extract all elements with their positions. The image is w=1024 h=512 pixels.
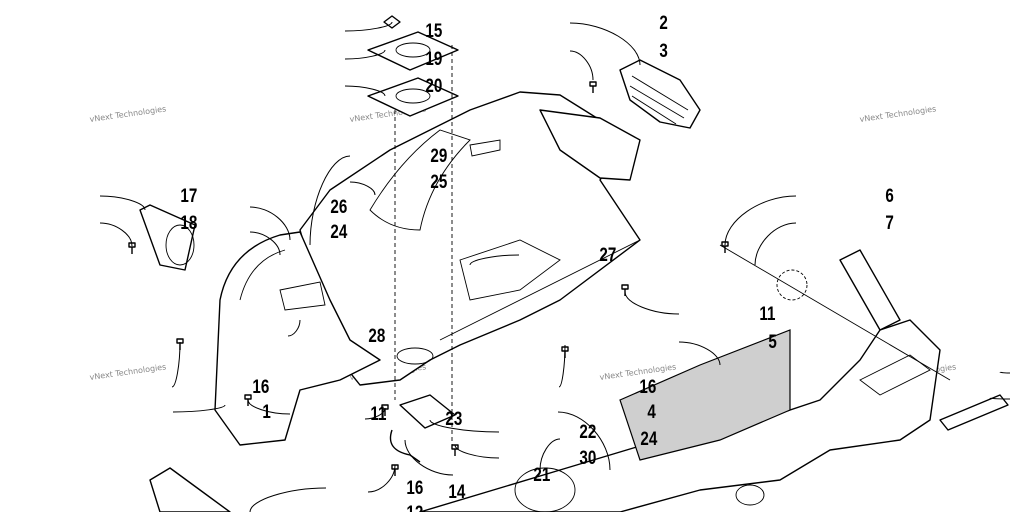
callout-21: 21	[533, 463, 550, 485]
leader-line	[344, 49, 386, 60]
leader-line	[624, 291, 680, 315]
screw-icon	[391, 464, 399, 476]
leader-line	[999, 371, 1011, 374]
leader-line	[367, 464, 396, 493]
floor-tray-part	[299, 91, 641, 386]
callout-19: 19	[425, 47, 442, 69]
callout-12: 12	[406, 501, 423, 512]
grill-part	[539, 59, 701, 181]
boot-part	[139, 204, 196, 271]
washer-part	[719, 244, 951, 381]
leader-line	[454, 444, 500, 459]
callout-25: 25	[430, 170, 447, 192]
leader-line	[404, 439, 454, 476]
leader-line	[539, 438, 561, 471]
leader-line	[469, 254, 520, 266]
callout-18: 18	[180, 211, 197, 233]
leader-line	[287, 319, 301, 337]
foam-part	[619, 329, 791, 461]
watermark-text: vNext Technologies	[89, 104, 167, 124]
watermark-text: vNext Technologies	[859, 104, 937, 124]
callout-11: 11	[759, 302, 775, 324]
leader-line	[99, 195, 146, 211]
chassis-part	[419, 249, 1009, 512]
leader-line	[678, 341, 721, 366]
leader-line	[171, 341, 181, 388]
leader-line	[172, 404, 226, 413]
callout-7: 7	[885, 211, 893, 233]
watermark-text: vNext Technologies	[599, 362, 677, 382]
leader-line	[344, 21, 393, 32]
callout-23: 23	[445, 407, 462, 429]
callout-4: 4	[647, 400, 656, 422]
leader-line	[249, 231, 281, 256]
callout-30: 30	[579, 446, 596, 468]
callout-29: 29	[430, 144, 447, 166]
leader-line	[569, 50, 594, 81]
leader-line	[989, 397, 1011, 400]
watermark-text: vNext Technologies	[89, 362, 167, 382]
leader-line	[724, 195, 797, 246]
callout-5: 5	[768, 330, 777, 352]
callout-11: 11	[370, 402, 386, 424]
leader-line	[557, 411, 611, 471]
callout-24: 24	[640, 427, 657, 449]
bottom-left-part	[149, 467, 231, 512]
leader-line	[364, 407, 386, 420]
callout-24: 24	[330, 220, 347, 242]
callout-28: 28	[368, 324, 385, 346]
leader-line	[754, 222, 797, 266]
screw-icon	[128, 242, 136, 254]
leader-line	[249, 487, 327, 512]
callout-22: 22	[579, 420, 596, 442]
screw-icon	[721, 241, 729, 253]
callout-14: 14	[448, 480, 465, 502]
leaders	[99, 21, 1011, 512]
screw-icon	[589, 81, 597, 93]
leader-line	[99, 222, 133, 247]
callout-15: 15	[425, 19, 442, 41]
callout-26: 26	[330, 195, 347, 217]
callout-17: 17	[180, 184, 197, 206]
leader-line	[429, 419, 500, 433]
leader-line	[349, 181, 376, 196]
callout-16: 16	[639, 375, 656, 397]
leader-line	[249, 206, 291, 241]
leader-line	[558, 344, 566, 388]
leader-line	[309, 155, 351, 246]
callout-3: 3	[659, 39, 667, 61]
callout-16: 16	[406, 476, 423, 498]
leader-line	[344, 85, 386, 97]
leader-line	[569, 22, 641, 66]
leader-line	[247, 399, 291, 415]
callout-16: 16	[252, 375, 269, 397]
left-fender-part	[214, 231, 381, 446]
callout-6: 6	[885, 184, 893, 206]
callout-27: 27	[599, 243, 616, 265]
callout-1: 1	[262, 400, 271, 422]
callout-2: 2	[659, 11, 667, 33]
callout-20: 20	[425, 74, 442, 96]
